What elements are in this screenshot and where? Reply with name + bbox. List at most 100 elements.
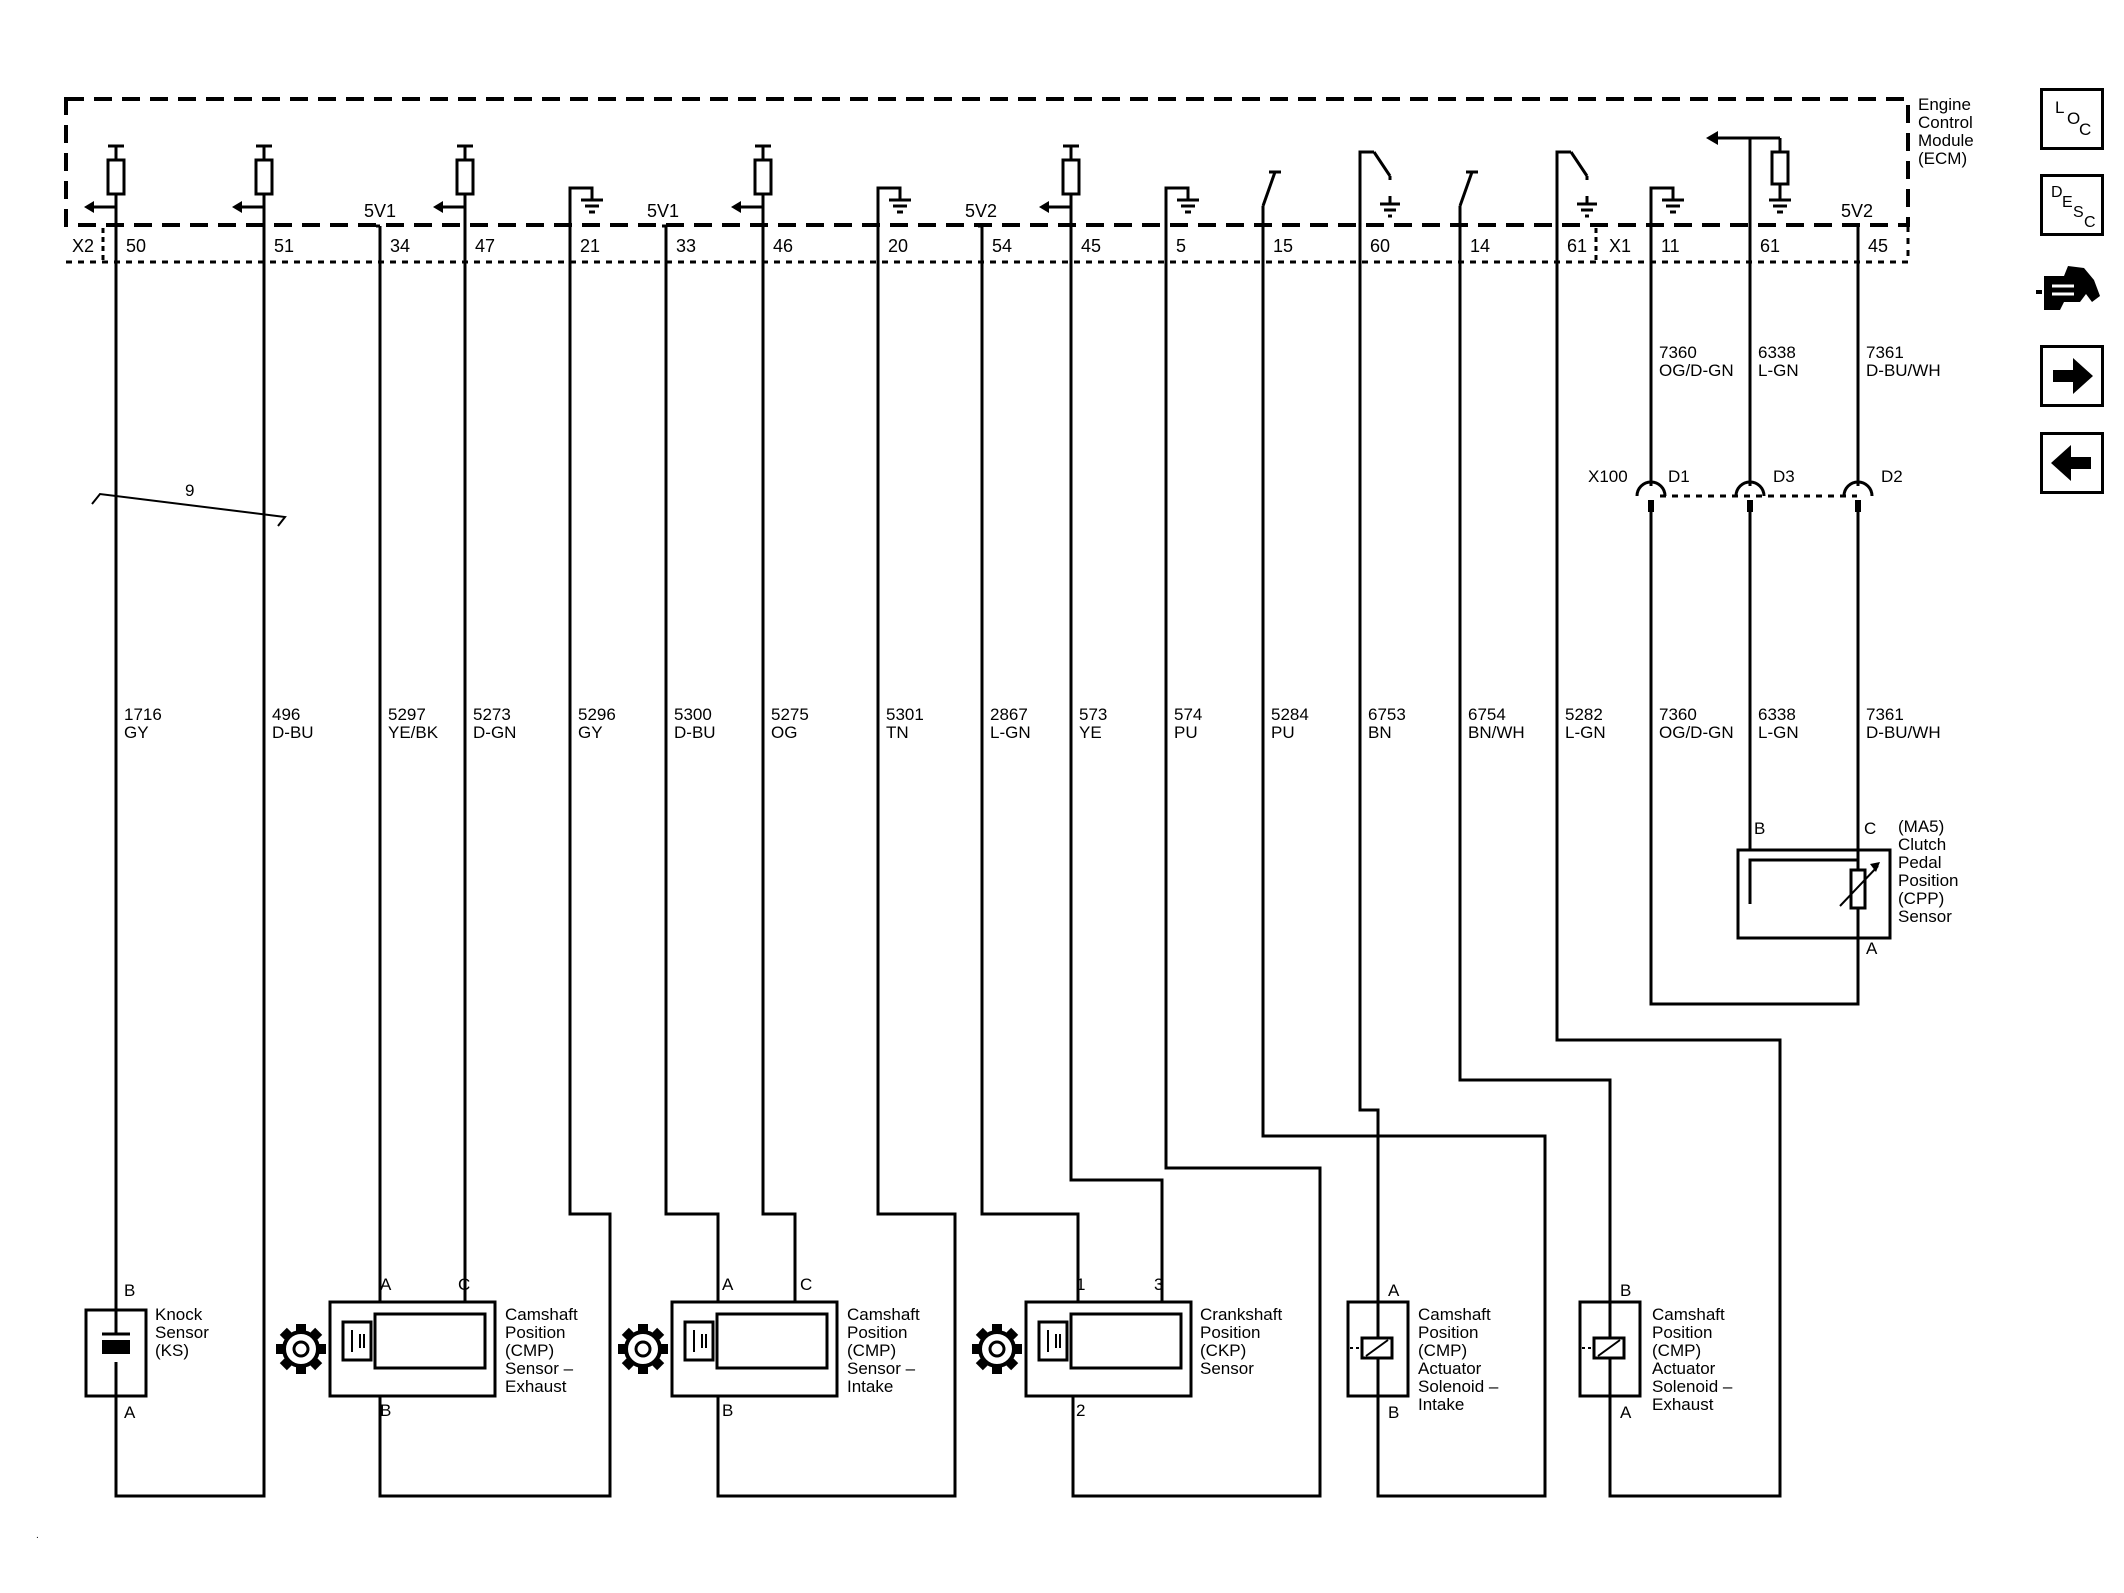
component-name: Exhaust — [1652, 1395, 1714, 1414]
svg-text:O: O — [2067, 109, 2080, 128]
wire-number: 6753 — [1368, 705, 1406, 724]
svg-text:C: C — [2084, 214, 2096, 231]
wire-number: 5296 — [578, 705, 616, 724]
wire-color: D-BU — [272, 723, 314, 742]
ckp-sensor — [1024, 1300, 1193, 1398]
svg-text:Control: Control — [1918, 113, 1973, 132]
gear-icon — [276, 1324, 326, 1374]
connector-x2: X2 — [72, 236, 94, 256]
wire — [980, 226, 1080, 1302]
pullup-resistor-symbol — [433, 144, 475, 226]
component-name: Exhaust — [505, 1377, 567, 1396]
gear-icon — [618, 1324, 668, 1374]
act_intake-solenoid — [1346, 1300, 1410, 1398]
x100-pin — [1747, 500, 1753, 512]
svg-text:5V2: 5V2 — [1841, 201, 1873, 221]
wire-color: PU — [1174, 723, 1198, 742]
svg-text:X100: X100 — [1588, 467, 1628, 486]
ecm-internal-symbols — [84, 131, 1860, 262]
wire-number: 5282 — [1565, 705, 1603, 724]
pin-label: C — [1864, 819, 1876, 838]
svg-text:5V2: 5V2 — [965, 201, 997, 221]
component-name: Camshaft — [1418, 1305, 1491, 1324]
connector-icon-button[interactable] — [2034, 256, 2106, 328]
wire — [761, 226, 797, 1302]
wire-color: OG — [771, 723, 797, 742]
svg-text:5V1: 5V1 — [647, 201, 679, 221]
wire-color: OG/D-GN — [1659, 361, 1734, 380]
component-name: Sensor — [1898, 907, 1952, 926]
pin-label: 54 — [992, 236, 1012, 256]
svg-text:D3: D3 — [1773, 467, 1795, 486]
svg-text:D1: D1 — [1668, 467, 1690, 486]
wire-color: L-GN — [990, 723, 1031, 742]
svg-text:D2: D2 — [1881, 467, 1903, 486]
cmp_exhaust-sensor — [328, 1300, 497, 1398]
x100-terminal — [1734, 480, 1766, 497]
component-name: Solenoid – — [1418, 1377, 1499, 1396]
component-name: Position — [1898, 871, 1958, 890]
pin-label: 46 — [773, 236, 793, 256]
pin-label: 50 — [126, 236, 146, 256]
component-name: (CMP) — [1418, 1341, 1467, 1360]
svg-text:Engine: Engine — [1918, 95, 1971, 114]
wire-number: 6754 — [1468, 705, 1506, 724]
component-name: (CMP) — [1652, 1341, 1701, 1360]
wire-number: 6338 — [1758, 343, 1796, 362]
component-name: Sensor – — [505, 1359, 574, 1378]
component-name: Camshaft — [847, 1305, 920, 1324]
wire-color: D-BU — [674, 723, 716, 742]
svg-text:S: S — [2073, 204, 2084, 221]
pin-label: A — [1620, 1403, 1632, 1422]
wire — [1358, 226, 1380, 1302]
svg-text:E: E — [2062, 194, 2073, 211]
component-name: Knock — [155, 1305, 203, 1324]
forward-button[interactable] — [2040, 345, 2104, 407]
pin-label: 21 — [580, 236, 600, 256]
wire-number: 2867 — [990, 705, 1028, 724]
ground-symbol — [1649, 186, 1684, 226]
location-button[interactable]: L O C — [2040, 88, 2104, 150]
pin-label: B — [1754, 819, 1765, 838]
shield-count: 9 — [185, 481, 194, 500]
wire-number: 1716 — [124, 705, 162, 724]
ground-symbol — [876, 186, 911, 226]
wire-number: 5273 — [473, 705, 511, 724]
wire — [664, 226, 720, 1302]
connector-icon — [2036, 266, 2100, 310]
pin-label: 61 — [1760, 236, 1780, 256]
wire-color: GY — [578, 723, 603, 742]
component-name: (CMP) — [847, 1341, 896, 1360]
component-name: Sensor – — [847, 1359, 916, 1378]
ecm-connector-band — [66, 225, 1910, 264]
component-name: Sensor — [155, 1323, 209, 1342]
wire-color: PU — [1271, 723, 1295, 742]
component-name: Camshaft — [505, 1305, 578, 1324]
pin-label: 3 — [1154, 1275, 1163, 1294]
x100-pin — [1648, 500, 1654, 512]
wire-color: L-GN — [1565, 723, 1606, 742]
wire-color: D-GN — [473, 723, 516, 742]
description-button[interactable]: D E S C — [2040, 174, 2104, 236]
wire-number: 574 — [1174, 705, 1202, 724]
pin-label: 51 — [274, 236, 294, 256]
switch-contact-symbol — [1458, 170, 1478, 226]
pin-label: B — [1620, 1281, 1631, 1300]
wire-color: D-BU/WH — [1866, 361, 1941, 380]
ecm-module-box — [64, 97, 1910, 227]
pin-label: 1 — [1076, 1275, 1085, 1294]
pin-label: B — [380, 1401, 391, 1420]
pin-label: C — [800, 1275, 812, 1294]
pin-label: 61 — [1567, 236, 1587, 256]
pin-label: 60 — [1370, 236, 1390, 256]
wire-color: L-GN — [1758, 723, 1799, 742]
reference-voltage-labels: 5V1 5V1 5V2 5V2 — [364, 201, 1873, 221]
pin-label: C — [458, 1275, 470, 1294]
pin-label: 15 — [1273, 236, 1293, 256]
pin-label: B — [124, 1281, 135, 1300]
wire-color: GY — [124, 723, 149, 742]
back-button[interactable] — [2040, 432, 2104, 494]
component-name: (MA5) — [1898, 817, 1944, 836]
